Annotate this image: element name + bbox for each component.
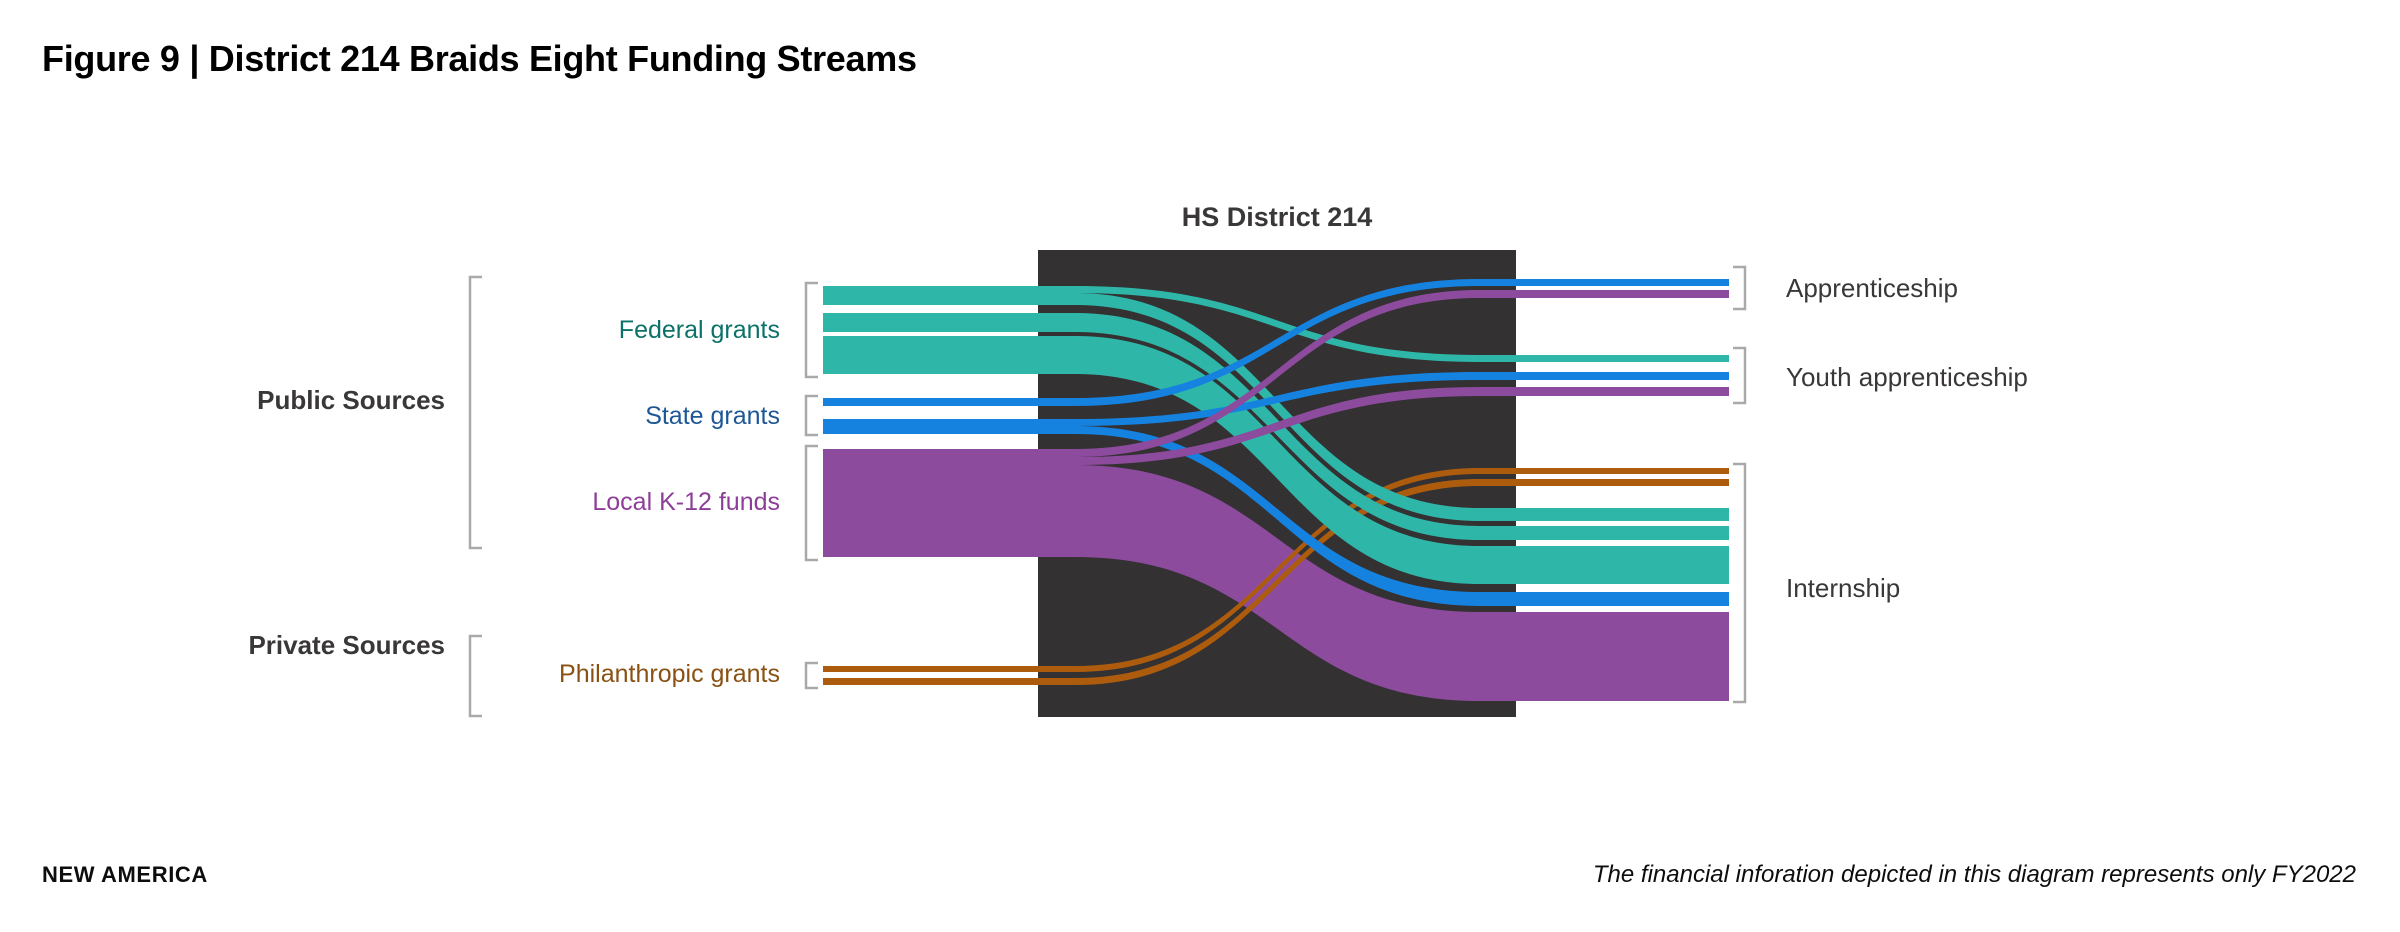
flow-federal-1-to-youth-apprenticeship [823, 286, 1729, 362]
bracket-group-public [468, 275, 482, 550]
flow-local-to-apprenticeship [823, 290, 1729, 457]
flow-state-1-to-apprenticeship [823, 279, 1729, 406]
flow-local-to-youth-apprenticeship [823, 387, 1729, 465]
target-label-internship: Internship [1786, 573, 1901, 603]
bracket-target-youth-apprenticeship [1733, 346, 1747, 405]
figure-title: Figure 9 | District 214 Braids Eight Fun… [42, 38, 917, 79]
flow-state-2-to-youth-apprenticeship [823, 372, 1729, 426]
bracket-target-internship [1733, 462, 1747, 704]
target-label-apprenticeship: Apprenticeship [1786, 273, 1958, 303]
bracket-source-local [804, 444, 818, 562]
flow-federal-3-to-internship [823, 336, 1729, 584]
group-label-public-sources: Public Sources [257, 385, 445, 415]
bracket-source-federal [804, 281, 818, 379]
source-label-philanthropic-grants: Philanthropic grants [559, 660, 780, 688]
bracket-group-private [468, 634, 482, 718]
bracket-source-philanthropic [804, 661, 818, 690]
group-label-private-sources: Private Sources [248, 630, 445, 660]
source-label-local-k12-funds: Local K-12 funds [592, 488, 780, 516]
source-label-federal-grants: Federal grants [618, 316, 780, 344]
flow-state-2-to-internship [823, 426, 1729, 606]
flow-philanthropic-2-to-internship [823, 479, 1729, 685]
bracket-target-apprenticeship [1733, 265, 1747, 311]
source-label-state-grants: State grants [645, 402, 780, 430]
flow-philanthropic-1-to-internship [823, 468, 1729, 672]
brand-logo-text: NEW AMERICA [42, 862, 208, 887]
bracket-source-state [804, 394, 818, 437]
flow-federal-1-to-internship [823, 293, 1729, 521]
footnote-text: The financial inforation depicted in thi… [1592, 861, 2356, 888]
hub-label: HS District 214 [1181, 202, 1373, 232]
target-label-youth-apprenticeship: Youth apprenticeship [1786, 362, 2028, 392]
